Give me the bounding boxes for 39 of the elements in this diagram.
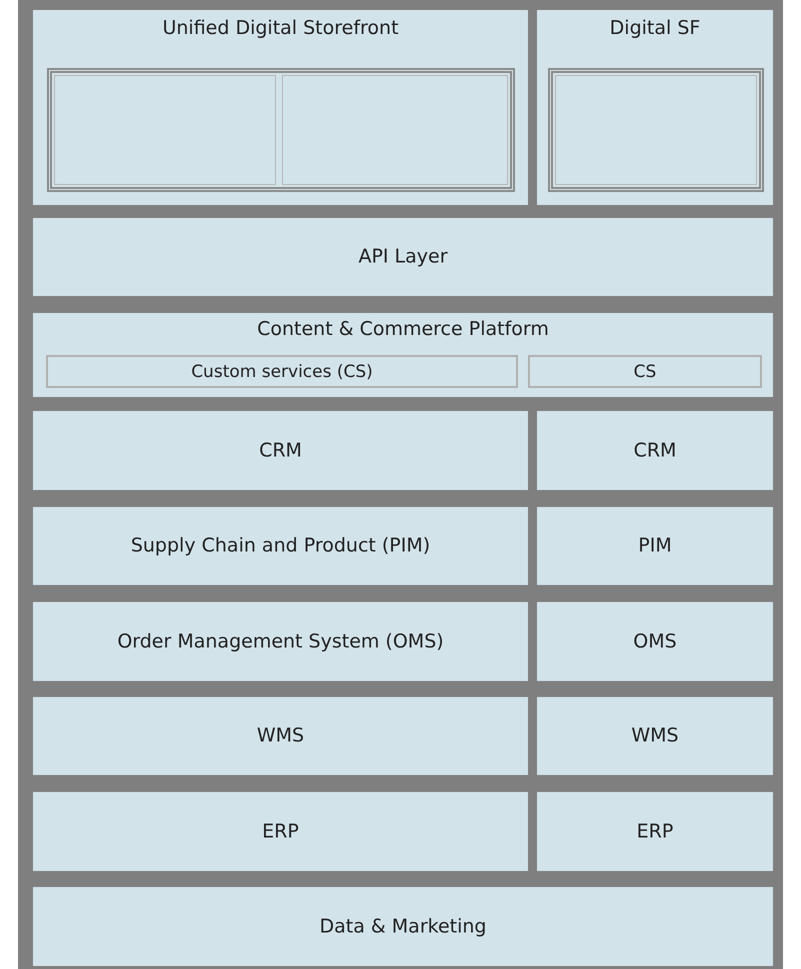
layer-label: Unified Digital Storefront xyxy=(161,16,400,41)
layer-label: Content & Commerce Platform xyxy=(256,317,550,342)
layer-box xyxy=(33,10,528,205)
layer-box xyxy=(537,602,773,681)
layer-box xyxy=(33,887,773,966)
layer-box xyxy=(537,792,773,871)
layer-label: WMS xyxy=(256,724,306,748)
layer-box xyxy=(46,355,518,388)
layer-label: Custom services (CS) xyxy=(190,360,374,383)
empty-box xyxy=(555,75,757,185)
empty-box xyxy=(54,75,276,185)
layer-label: CRM xyxy=(632,438,678,463)
layer-label: API Layer xyxy=(357,244,449,270)
layer-box xyxy=(537,10,773,205)
layer-box xyxy=(528,355,762,388)
inner-frame xyxy=(47,68,515,192)
layer-box xyxy=(33,507,528,585)
layer-box xyxy=(33,602,528,681)
layer-box xyxy=(33,218,773,296)
layer-label: Order Management System (OMS) xyxy=(116,629,445,654)
layer-box xyxy=(33,697,528,775)
layer-label: CS xyxy=(632,360,658,383)
layer-label: ERP xyxy=(636,819,674,844)
layer-box xyxy=(33,792,528,871)
layer-box xyxy=(33,411,528,490)
layer-label: Data & Marketing xyxy=(318,914,488,939)
layer-label: PIM xyxy=(637,534,673,558)
layer-box xyxy=(33,313,773,397)
layer-label: ERP xyxy=(261,819,300,844)
layer-label: CRM xyxy=(258,438,303,463)
layer-box xyxy=(537,507,773,585)
layer-label: OMS xyxy=(632,629,678,654)
layer-box xyxy=(537,697,773,775)
layer-label: Digital SF xyxy=(608,16,702,41)
layer-label: Supply Chain and Product (PIM) xyxy=(130,534,432,558)
layer-label: WMS xyxy=(630,724,680,748)
empty-box xyxy=(282,75,508,185)
layer-box xyxy=(537,411,773,490)
inner-frame xyxy=(548,68,764,192)
